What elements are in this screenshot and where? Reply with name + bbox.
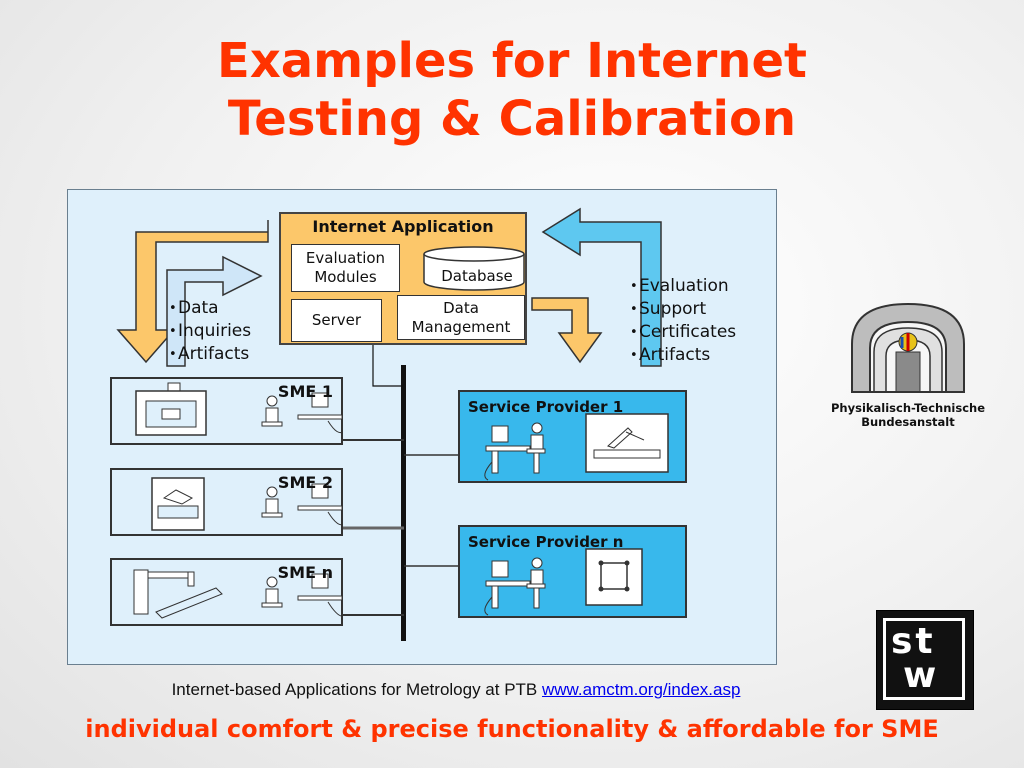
caption-text: Internet-based Applications for Metrolog… [171, 680, 542, 699]
provider-workstation-icon [484, 548, 643, 616]
right-bullet-item: Certificates [630, 321, 736, 344]
right-bullet-item: Support [630, 298, 736, 321]
slide-title: Examples for Internet Testing & Calibrat… [0, 32, 1024, 148]
sme-n-box: SME n [110, 558, 343, 626]
orange-arrow-left [116, 220, 269, 364]
sme-1-box: SME 1 [110, 377, 343, 445]
stw-logo-top-text: st [891, 621, 936, 662]
ptb-name: Physikalisch-Technische Bundesanstalt [812, 401, 1004, 429]
right-bullet-list: Evaluation Support Certificates Artifact… [630, 275, 736, 367]
architecture-diagram: Internet Application Evaluation Modules … [67, 189, 777, 665]
machine-workstation-icon [133, 569, 342, 619]
caption: Internet-based Applications for Metrolog… [0, 680, 912, 700]
service-provider-n-box: Service Provider n [458, 525, 687, 618]
sme-2-label: SME 2 [277, 473, 333, 492]
service-provider-1-box: Service Provider 1 [458, 390, 687, 483]
stw-logo-frame: st w [883, 618, 965, 700]
orange-arrow-right [531, 297, 603, 364]
server-box: Server [291, 299, 382, 342]
internet-application-box: Internet Application Evaluation Modules … [279, 212, 527, 345]
database-label: Database [441, 267, 513, 285]
caption-link[interactable]: www.amctm.org/index.asp [542, 680, 741, 699]
machine-workstation-icon [151, 477, 342, 531]
right-bullet-item: Evaluation [630, 275, 736, 298]
network-bus [401, 365, 406, 641]
sme-1-label: SME 1 [277, 382, 333, 401]
left-bullet-item: Inquiries [169, 320, 251, 343]
title-line-2: Testing & Calibration [227, 91, 797, 147]
left-bullet-item: Artifacts [169, 343, 251, 366]
title-line-1: Examples for Internet [217, 33, 807, 89]
ptb-name-line-1: Physikalisch-Technische [830, 401, 986, 415]
left-bullet-list: Data Inquiries Artifacts [169, 297, 251, 366]
machine-workstation-icon [135, 382, 342, 436]
left-bullet-item: Data [169, 297, 251, 320]
sme-n-label: SME n [277, 563, 333, 582]
ptb-name-line-2: Bundesanstalt [861, 415, 955, 429]
evaluation-modules-box: Evaluation Modules [291, 244, 400, 292]
stw-logo-bottom-text: w [903, 655, 937, 696]
tagline: individual comfort & precise functionali… [85, 715, 939, 743]
internet-application-title: Internet Application [312, 217, 494, 236]
service-provider-1-label: Service Provider 1 [468, 398, 624, 416]
database-cylinder-icon [423, 246, 525, 291]
data-management-box: Data Management [397, 295, 525, 340]
ptb-logo-icon [851, 302, 965, 393]
provider-workstation-icon [484, 413, 669, 481]
sme-2-box: SME 2 [110, 468, 343, 536]
service-provider-n-label: Service Provider n [468, 533, 624, 551]
right-bullet-item: Artifacts [630, 344, 736, 367]
diagram-connectors [116, 207, 662, 641]
stw-logo: st w [876, 610, 974, 710]
